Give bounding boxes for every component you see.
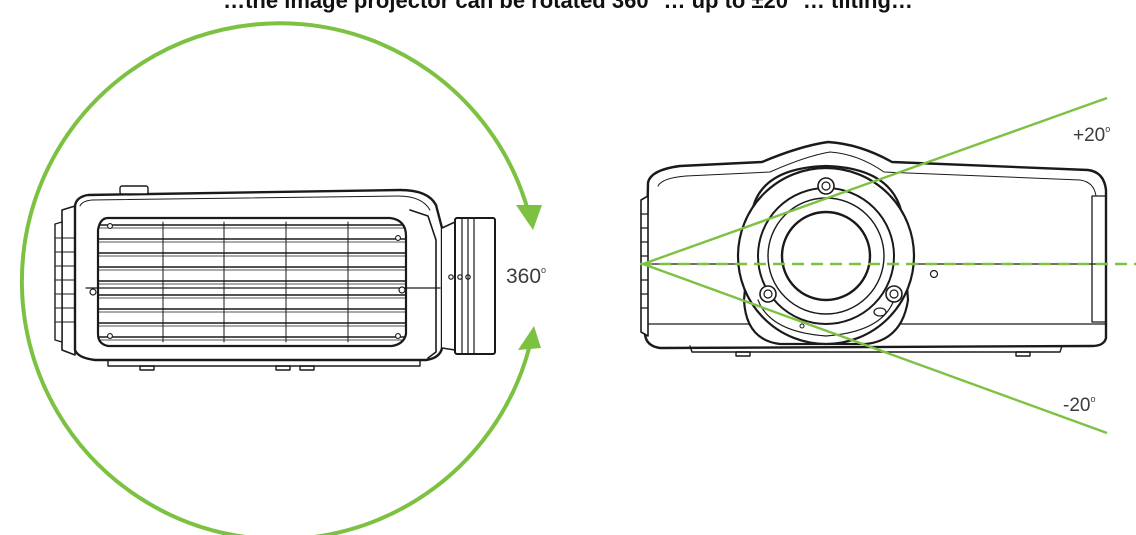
rotation-arrow [19,21,542,535]
front-left-vents [640,195,649,337]
tilt-down-line [642,262,1108,435]
cropped-caption: …the image projector can be rotated 360°… [223,0,913,13]
tilt-up-line [642,96,1108,266]
rotation-arc [19,21,534,535]
tilt-down-label: -20o [1063,393,1096,416]
lens-housing [736,164,939,346]
top-button [119,185,149,195]
front-feet [689,345,1063,357]
arrowhead-upper [516,205,542,230]
lens-collar [409,209,496,359]
tilt-up-value: +20 [1073,125,1106,146]
feet [107,359,421,371]
tilt-indicator [640,96,1136,435]
tilt-up-label: +20o [1073,123,1111,146]
rotation-degree-symbol: o [541,265,547,275]
arrowhead-lower [518,326,541,350]
tilt-down-value: -20 [1063,395,1091,416]
rotation-label: 360o [506,265,547,288]
projector-side-view [54,185,496,371]
vent-panel [85,216,441,348]
projector-front-view [640,140,1108,357]
tilt-down-degree-symbol: o [1090,393,1096,404]
lens-glass [780,210,872,302]
tilt-up-degree-symbol: o [1105,123,1111,134]
rear-grille [54,205,76,356]
rotation-value: 360 [506,265,542,288]
